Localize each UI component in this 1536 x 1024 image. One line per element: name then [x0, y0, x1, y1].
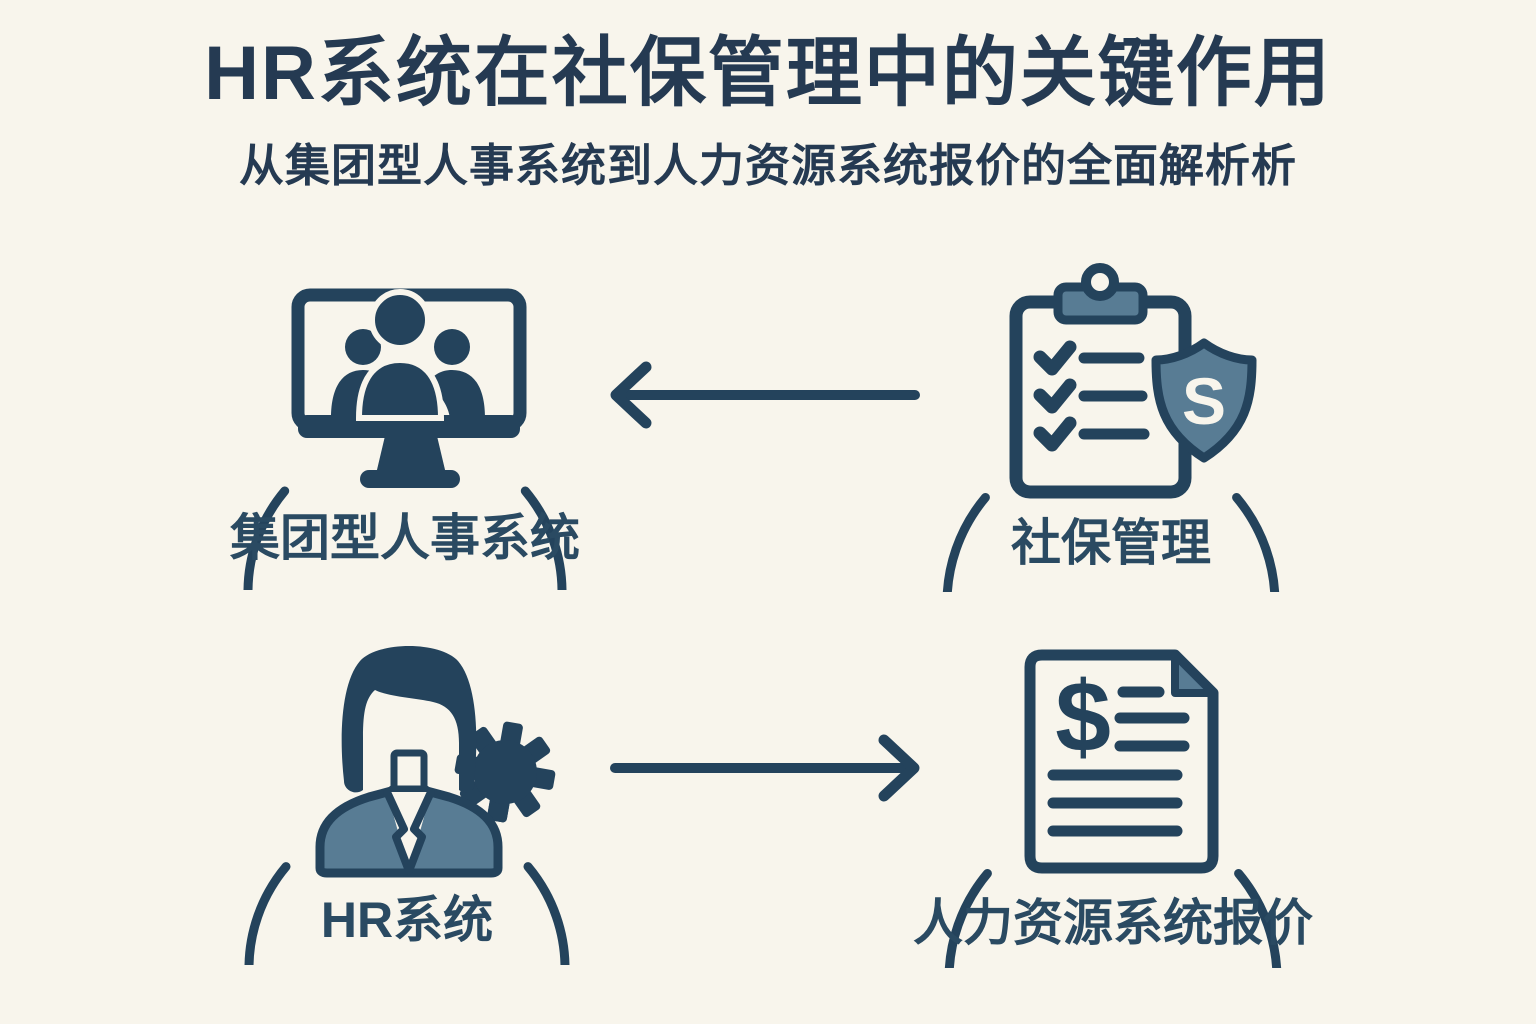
- arrow-right-icon: [610, 734, 920, 802]
- hair: [341, 646, 477, 793]
- shield-letter: S: [1182, 364, 1226, 438]
- lapel-right: [405, 788, 435, 875]
- folded-corner: [1171, 651, 1217, 697]
- node-label: 社保管理: [1011, 515, 1211, 571]
- node-hr-system: HR系统: [217, 585, 597, 965]
- page-title: HR系统在社保管理中的关键作用: [204, 31, 1332, 116]
- monitor-people-icon: [243, 288, 567, 590]
- lapel-left: [383, 788, 413, 875]
- page-subtitle: 从集团型人事系统到人力资源系统报价的全面解析析: [238, 140, 1297, 191]
- node-social-security-management: S 社保管理: [921, 212, 1301, 592]
- shield-s-icon: S: [1151, 338, 1257, 463]
- clipboard-checklist-shield-icon: S: [942, 263, 1280, 592]
- node-label: HR系统: [320, 892, 494, 948]
- document-icon: $: [1024, 649, 1219, 874]
- people-group-icon: [331, 289, 485, 421]
- node-label: 集团型人事系统: [230, 510, 580, 566]
- arrow-left-icon: [610, 361, 920, 429]
- clipboard-icon: [1009, 263, 1192, 499]
- dollar-sign: $: [1055, 661, 1111, 773]
- node-hr-system-quote: $ 人力资源系统报价: [913, 588, 1313, 968]
- businesswoman-icon: [315, 646, 503, 878]
- node-group-hr-system: 集团型人事系统: [215, 210, 595, 590]
- document-dollar-icon: $: [944, 649, 1282, 968]
- node-label: 人力资源系统报价: [913, 895, 1313, 951]
- businesswoman-gear-icon: [244, 646, 570, 965]
